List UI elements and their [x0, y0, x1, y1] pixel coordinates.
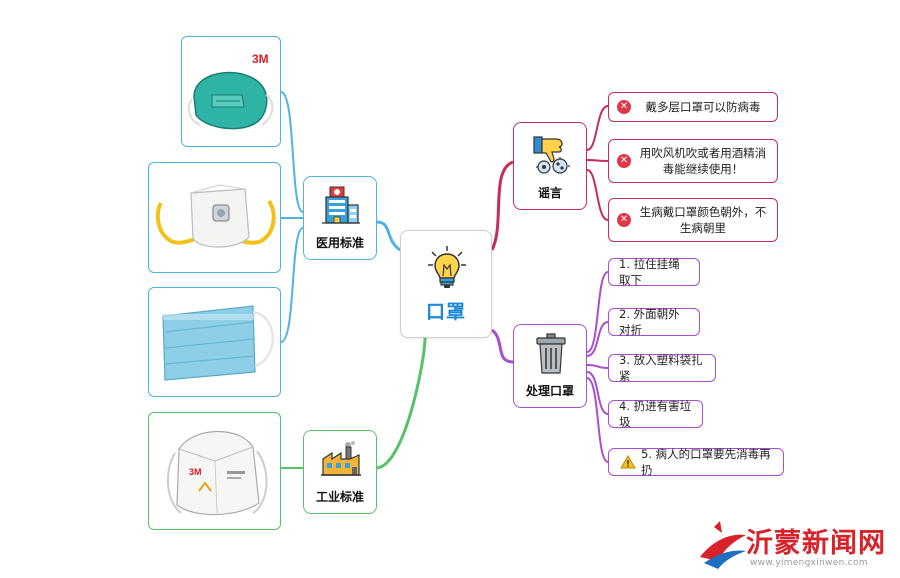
brand-logo: 3M	[189, 467, 202, 477]
step-text: 1. 拉住挂绳取下	[619, 257, 680, 287]
factory-icon	[321, 441, 361, 476]
error-icon: ✕	[617, 154, 631, 168]
branch-industrial[interactable]: 工业标准	[303, 430, 377, 514]
myth-item[interactable]: ✕ 戴多层口罩可以防病毒	[608, 92, 778, 122]
branch-medical[interactable]: 医用标准	[303, 176, 377, 260]
thumbs-down-virus-icon	[533, 136, 570, 174]
branch-myths-label: 谣言	[537, 186, 562, 200]
error-icon: ✕	[617, 213, 631, 227]
step-text: 4. 扔进有害垃圾	[619, 399, 692, 429]
lightbulb-icon	[428, 246, 466, 288]
branch-disposal-label: 处理口罩	[525, 384, 574, 398]
warning-icon	[620, 455, 636, 469]
step-text: 5. 病人的口罩要先消毒再扔	[641, 447, 771, 477]
n95-mask-image: 3M	[181, 36, 281, 147]
myth-text: 戴多层口罩可以防病毒	[645, 100, 761, 114]
kn95-mask-image: 3M	[148, 412, 281, 530]
branch-medical-label: 医用标准	[315, 236, 364, 250]
step-text: 3. 放入塑料袋扎紧	[619, 353, 703, 383]
yimeng-logo-icon	[700, 521, 746, 569]
trash-can-icon	[536, 333, 566, 374]
error-icon: ✕	[617, 100, 631, 114]
center-node[interactable]: 口罩	[400, 230, 492, 338]
n95-mask-illustration: 3M	[187, 52, 274, 130]
kn95-mask-illustration: 3M	[166, 430, 268, 516]
branch-industrial-label: 工业标准	[315, 490, 364, 504]
branch-disposal[interactable]: 处理口罩	[513, 324, 587, 408]
myth-item[interactable]: ✕ 用吹风机吹或者用酒精消毒能继续使用！	[608, 139, 778, 183]
step-item[interactable]: 4. 扔进有害垃圾	[608, 399, 703, 429]
surgical-mask-image	[148, 287, 281, 397]
valved-mask-illustration	[155, 184, 276, 248]
watermark: 沂蒙新闻网 www.yimengxinwen.com	[694, 515, 894, 575]
step-item[interactable]: 1. 拉住挂绳取下	[608, 257, 700, 287]
step-item[interactable]: 5. 病人的口罩要先消毒再扔	[608, 447, 784, 477]
myth-item[interactable]: ✕ 生病戴口罩颜色朝外，不生病朝里	[608, 198, 778, 242]
surgical-mask-illustration	[162, 305, 274, 381]
step-item[interactable]: 3. 放入塑料袋扎紧	[608, 353, 716, 383]
myth-text: 生病戴口罩颜色朝外，不生病朝里	[639, 205, 767, 235]
step-item[interactable]: 2. 外面朝外对折	[608, 307, 700, 337]
watermark-url: www.yimengxinwen.com	[750, 558, 868, 568]
hospital-icon	[322, 186, 360, 224]
watermark-name: 沂蒙新闻网	[746, 528, 886, 559]
branch-myths[interactable]: 谣言	[513, 122, 587, 210]
myth-text: 用吹风机吹或者用酒精消毒能继续使用！	[639, 146, 767, 176]
valved-mask-image	[148, 162, 281, 273]
center-title: 口罩	[425, 301, 466, 323]
step-text: 2. 外面朝外对折	[619, 307, 680, 337]
brand-logo: 3M	[252, 52, 269, 66]
